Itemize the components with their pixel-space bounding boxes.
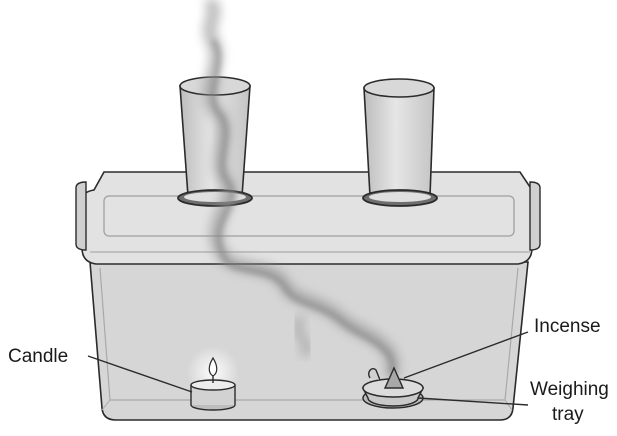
- right-chimney: [363, 79, 437, 206]
- candle: [187, 346, 239, 410]
- weighing-tray-label-line1: Weighing: [530, 379, 609, 400]
- incense-label: Incense: [534, 316, 601, 337]
- weighing-tray-label-line2: tray: [552, 404, 584, 425]
- container-lid: [76, 172, 540, 264]
- candle-label: Candle: [8, 346, 68, 367]
